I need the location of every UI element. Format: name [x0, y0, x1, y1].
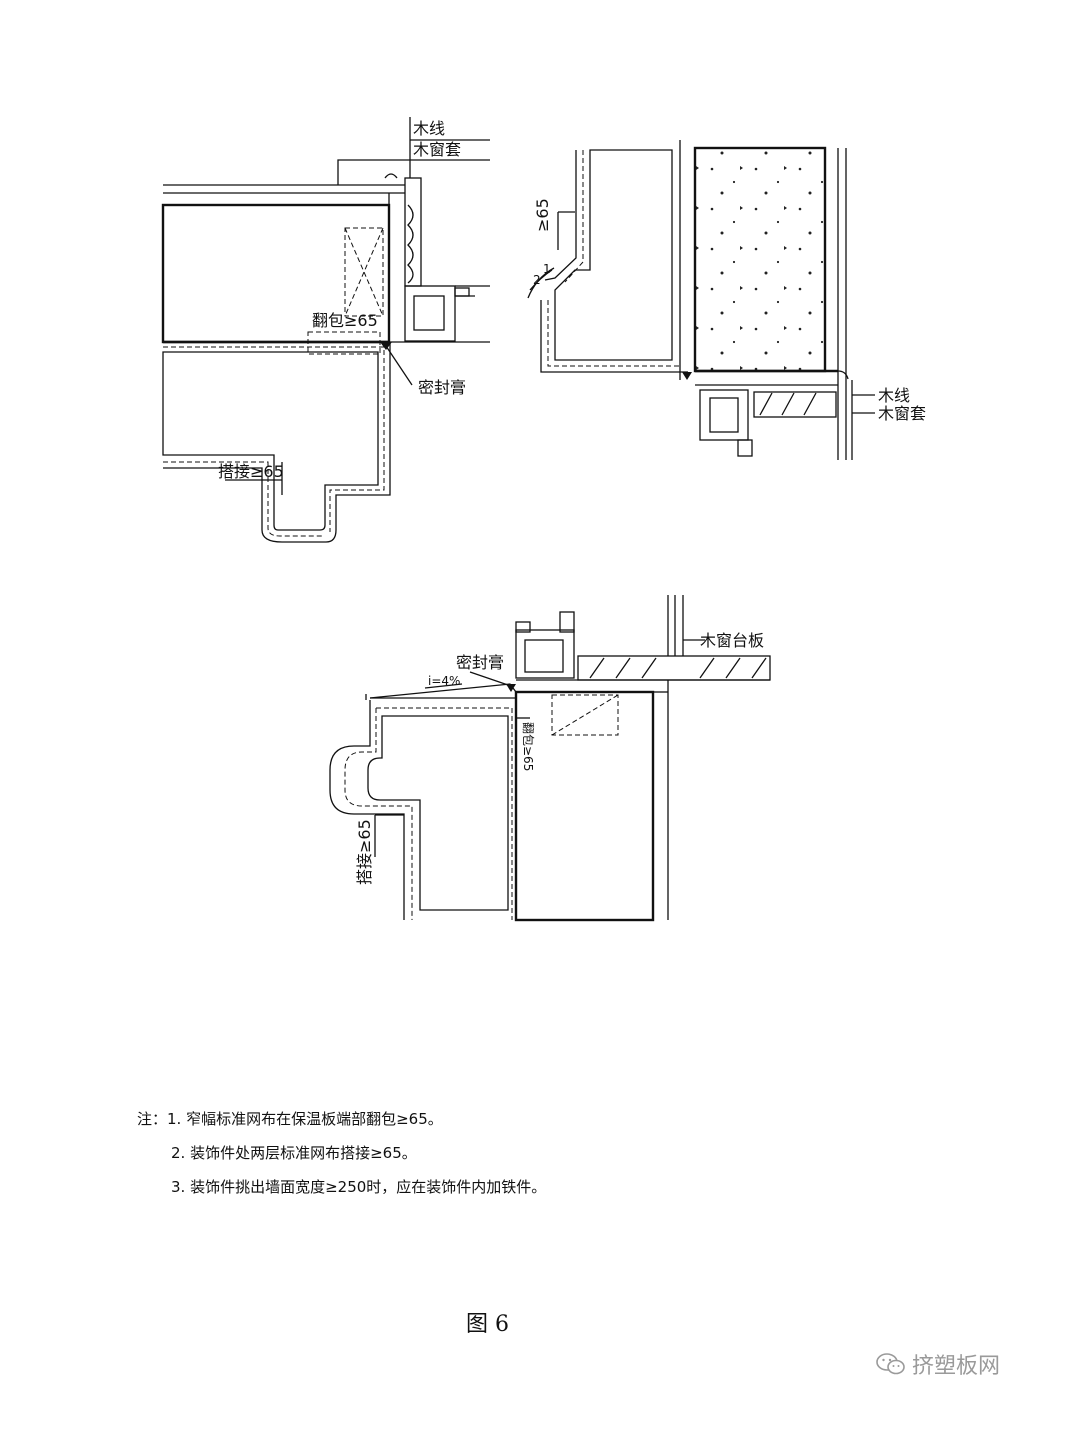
- note-2: 2. 装饰件处两层标准网布搭接≥65。: [171, 1144, 417, 1162]
- drawing-notes: 注：1. 窄幅标准网布在保温板端部翻包≥65。 2. 装饰件处两层标准网布搭接≥…: [137, 1102, 546, 1204]
- detail-top-left: 木线 木窗套 翻包≥65 密封膏 搭接≥65: [161, 117, 490, 543]
- insulation-board: [367, 715, 509, 911]
- window-frame-profile: [404, 285, 456, 342]
- detail-bottom: 木窗台板 密封膏 i=4% 翻包≥65 搭接≥65: [329, 595, 771, 922]
- label-overlap: 搭接≥65: [218, 462, 284, 481]
- sealant-mark: [506, 684, 516, 692]
- figure-caption: 图 6: [466, 1312, 509, 1337]
- window-frame-profile: [699, 389, 749, 441]
- label-overlap: 搭接≥65: [355, 819, 374, 885]
- wechat-icon: [876, 1353, 905, 1375]
- label-wood-casing: 木窗套: [878, 404, 926, 423]
- label-wrap: 翻包≥65: [312, 311, 378, 330]
- label-sealant: 密封膏: [456, 653, 504, 672]
- window-frame-profile: [515, 629, 575, 679]
- anchor-box: [344, 227, 384, 317]
- note-3: 3. 装饰件挑出墙面宽度≥250时，应在装饰件内加铁件。: [171, 1178, 547, 1196]
- label-min-65: ≥65: [533, 198, 552, 232]
- note-1: 注：1. 窄幅标准网布在保温板端部翻包≥65。: [137, 1110, 443, 1128]
- insulation-board: [554, 149, 673, 361]
- label-slope-2: 2: [533, 273, 541, 287]
- label-wrap: 翻包≥65: [521, 722, 535, 771]
- wood-casing: [753, 391, 837, 418]
- wall-section: [514, 690, 655, 922]
- insulation-board: [162, 351, 379, 531]
- label-slope-1: 1: [543, 262, 551, 276]
- label-wood-casing: 木窗套: [413, 140, 461, 159]
- watermark-text: 挤塑板网: [912, 1354, 1001, 1379]
- label-wood-line: 木线: [413, 119, 445, 138]
- label-wood-line: 木线: [878, 386, 910, 405]
- sealant-mark: [682, 372, 692, 380]
- label-sill: 木窗台板: [700, 631, 764, 650]
- wood-sill-board: [577, 655, 771, 681]
- detail-top-right: ≥65 1 2 木线 木窗套: [527, 140, 926, 460]
- label-sealant: 密封膏: [418, 378, 466, 397]
- watermark: 挤塑板网: [876, 1348, 1000, 1380]
- anchor-box: [551, 694, 619, 736]
